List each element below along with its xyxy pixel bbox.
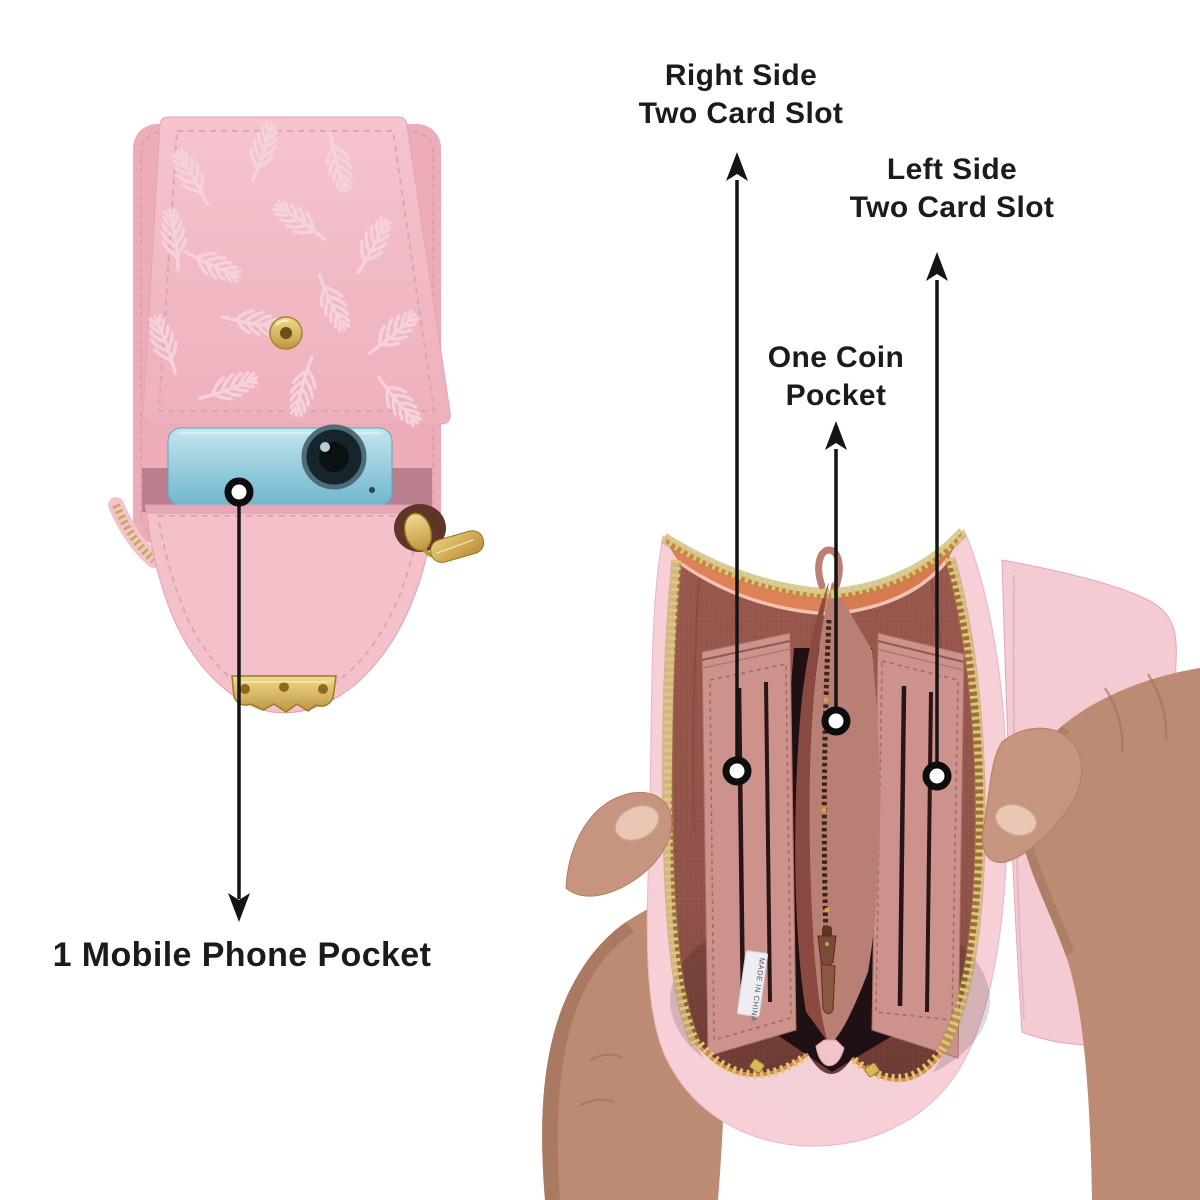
pouch-open-front-flap	[144, 504, 434, 714]
card-slot-slit	[736, 687, 746, 1009]
marker-dot-right-card-slot	[722, 756, 752, 786]
wallet-interior-photo: MADE IN CHINA	[542, 528, 1200, 1200]
marker-dot-coin-pocket	[821, 706, 851, 736]
label-line: Right Side	[664, 59, 818, 92]
label-line: Pocket	[785, 379, 887, 412]
label-left-card-slot: Left Side Two Card Slot	[752, 151, 1152, 227]
marker-dot-left-card-slot	[922, 761, 952, 791]
marker-dot-phone-pocket	[224, 477, 254, 507]
card-slot-slit	[764, 681, 772, 1003]
label-line: Two Card Slot	[638, 97, 844, 130]
card-slot-slit	[925, 691, 933, 1013]
label-line: 1 Mobile Phone Pocket	[52, 936, 432, 974]
left-thumb	[565, 791, 673, 897]
annotation-layer	[224, 152, 952, 922]
arrowhead-right-card-slot	[726, 152, 748, 181]
label-phone-pocket: 1 Mobile Phone Pocket	[22, 934, 462, 976]
coin-zipper-pull	[817, 926, 837, 1015]
label-line: Left Side	[886, 153, 1018, 186]
arrowhead-phone-pocket	[228, 893, 250, 922]
wallet-top-rim-left	[664, 538, 829, 613]
pouch-snap-button	[269, 316, 303, 350]
arrowhead-left-card-slot	[926, 252, 948, 281]
card-slot-slit	[897, 685, 907, 1007]
bottom-hinge	[815, 1039, 845, 1067]
coin-pocket-zipper	[821, 619, 832, 991]
pouch-zipper-pull	[394, 504, 485, 564]
label-coin-pocket: One Coin Pocket	[686, 339, 986, 415]
label-line: One Coin	[767, 341, 905, 374]
pouch-left-zipper	[112, 503, 157, 564]
pouch-top-flap	[142, 116, 451, 432]
label-right-card-slot: Right Side Two Card Slot	[541, 57, 941, 133]
divider-loop	[815, 546, 843, 590]
phone-in-pocket	[167, 424, 393, 507]
wallet-bottom-lining	[692, 1038, 946, 1123]
phone-pouch-photo	[108, 116, 485, 714]
wallet-top-rim-right	[831, 531, 963, 613]
right-thumb	[981, 727, 1083, 864]
arrowhead-coin-pocket	[825, 421, 847, 450]
card-slot-panel-right-side	[701, 632, 797, 1057]
label-line: Two Card Slot	[849, 191, 1055, 224]
card-slot-panel-left-side	[871, 632, 965, 1059]
pouch-gold-clasp	[231, 675, 337, 713]
